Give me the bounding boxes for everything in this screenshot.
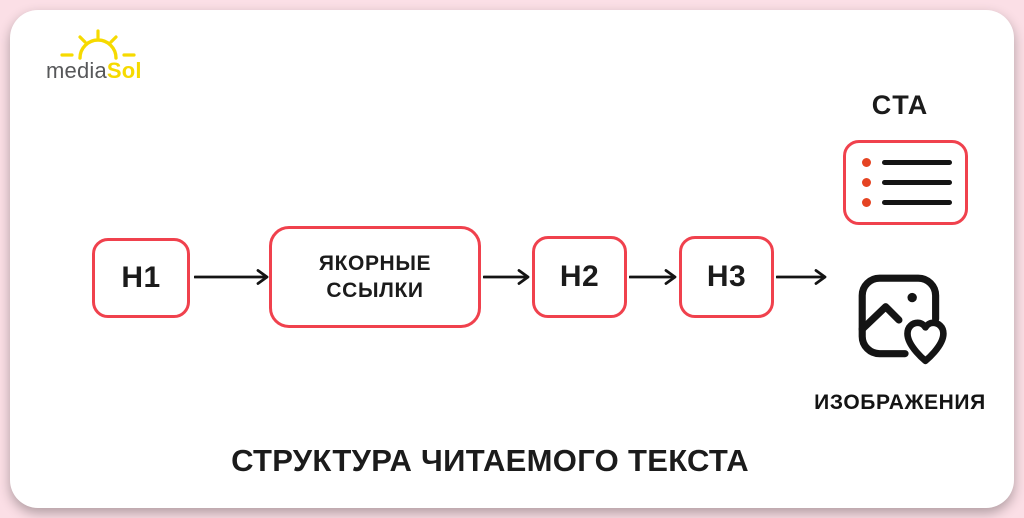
images-label: ИЗОБРАЖЕНИЯ [814,391,986,414]
flow-node-h1: H1 [92,238,190,318]
flow-node-h2: H2 [532,236,627,318]
flow-node-h3: H3 [679,236,774,318]
sun-icon [60,29,136,60]
text-line-icon [882,199,952,206]
flow-node-anchor-links: ЯКОРНЫЕ ССЫЛКИ [269,226,481,328]
cta-label: CTA [871,90,929,120]
flow-arrow-icon [194,269,269,285]
flow-arrow-icon [629,269,677,285]
mediasol-logo: mediaSol [46,26,166,84]
image-heart-icon [858,274,947,365]
flow-node-h3-label: H3 [706,260,747,293]
flow-arrow-icon [776,269,827,285]
flow-arrow-icon [483,269,530,285]
cta-list-row [862,158,965,167]
cta-list-row [862,198,965,207]
text-line-icon [882,159,952,166]
bullet-dot-icon [862,158,871,167]
logo-text-media: media [46,58,107,83]
bullet-dot-icon [862,198,871,207]
logo-text-sol: Sol [106,58,142,83]
flow-node-anchor-links-label: ЯКОРНЫЕ ССЫЛКИ [318,252,432,302]
logo-wordmark: mediaSol [46,58,142,84]
page-title: СТРУКТУРА ЧИТАЕМОГО ТЕКСТА [231,443,749,478]
flow-node-h1-label: H1 [121,261,161,294]
text-line-icon [882,179,952,186]
cta-list-row [862,178,965,187]
bullet-dot-icon [862,178,871,187]
cta-list-icon [843,140,968,225]
flow-node-h2-label: H2 [559,260,600,293]
